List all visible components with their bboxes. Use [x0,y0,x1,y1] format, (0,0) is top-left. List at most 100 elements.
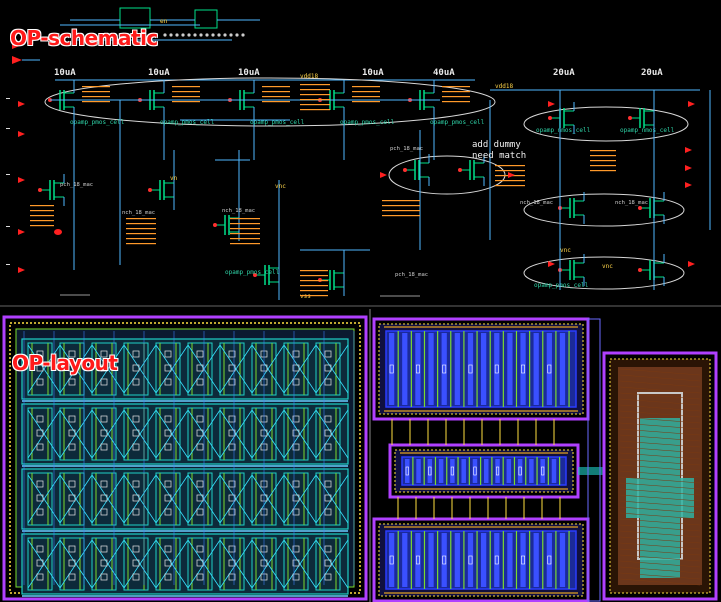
finger [428,533,434,587]
contact [196,429,204,437]
contact [164,429,172,437]
finger [402,533,408,587]
contact [228,559,236,567]
contact [324,429,332,437]
contact [324,378,332,386]
net-label: vnc [560,247,571,254]
finger [415,333,421,405]
route [219,474,253,524]
transistor [628,102,655,134]
top-gate [194,9,218,29]
current-label: 10uA [362,68,384,78]
contact [36,494,44,502]
finger [520,533,526,587]
hatch [619,536,701,544]
hatch [619,452,701,460]
contact [100,559,108,567]
layout-title: OP-layout [12,351,118,375]
param-text [590,150,616,152]
contact [164,364,172,372]
param-text [382,205,420,207]
finger [546,533,552,587]
param-text [126,223,156,225]
contact [68,429,76,437]
contact [196,378,204,386]
device-label: pch_18_mac [395,272,428,278]
contact [36,364,44,372]
cell-label: opamp_pmos_cell [430,119,485,126]
contact [68,364,76,372]
node [638,268,642,272]
finger [123,407,149,461]
contact [324,480,332,488]
contact [164,559,172,567]
contact [100,443,108,451]
route [91,539,125,589]
hatch [619,482,701,490]
hatch [619,518,701,526]
route [91,409,125,459]
contact [36,443,44,451]
finger [219,472,245,526]
route [59,539,93,589]
route [155,539,189,589]
node [253,273,257,277]
route [27,539,61,589]
contact [428,466,432,476]
finger [155,472,181,526]
finger [481,333,487,405]
contact [292,415,300,423]
param-text [82,86,110,88]
contact [132,364,140,372]
hatch [619,464,701,472]
route [315,539,349,589]
contact [196,559,204,567]
param-text [230,243,260,245]
current-label: 20uA [641,68,663,78]
top-gate [119,7,151,29]
contact [196,494,204,502]
hatch [619,416,701,424]
finger [27,407,53,461]
contact [415,555,420,565]
net-label: vnc [275,183,286,190]
contact [68,508,76,516]
contact [541,466,545,476]
hatch [619,506,701,514]
node [213,223,217,227]
finger [559,333,566,405]
finger [187,342,213,396]
finger [219,342,245,396]
node [403,168,407,172]
pin [54,229,62,235]
param-text [352,101,380,103]
finger [517,459,523,483]
route [123,474,157,524]
layout-view[interactable] [0,305,721,602]
guard-ring [2,315,368,601]
hatch [619,470,701,478]
finger [507,533,513,587]
current-label: 40uA [433,68,455,78]
finger [507,333,513,405]
contact [196,350,204,358]
param-text [352,96,380,98]
hatch [619,476,701,484]
route [315,344,349,394]
device-block [388,443,580,499]
param-text [230,233,260,235]
finger [315,342,341,396]
contact [228,364,236,372]
param-text [300,99,330,101]
finger [219,407,245,461]
dot [187,33,191,37]
cell-label: opamp_pmos_cell [250,119,305,126]
finger [454,333,460,405]
finger [461,459,466,483]
route [251,344,285,394]
contact [521,555,525,565]
contact [100,364,108,372]
device-label: pch_18_mac [60,182,93,188]
